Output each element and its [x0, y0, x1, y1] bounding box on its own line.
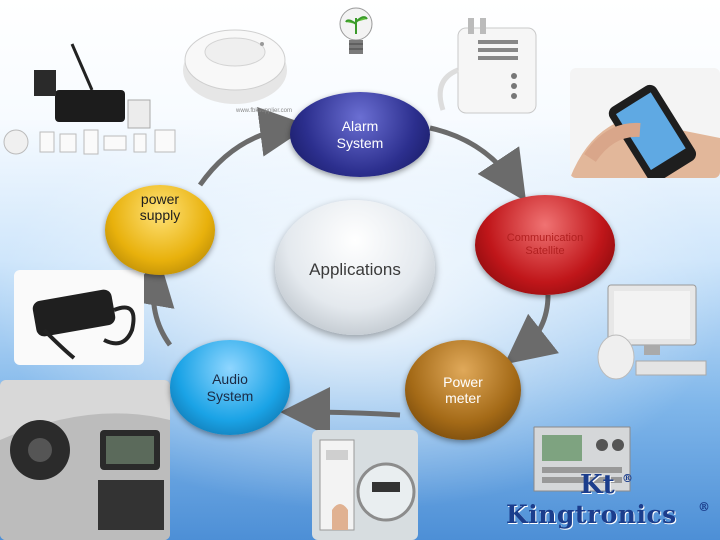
communication-satellite-label: Communication Satellite	[506, 232, 584, 257]
arrow-power-meter-to-audio	[280, 387, 401, 438]
arrow-power-supply-to-alarm	[197, 107, 310, 187]
audio-system-label: Audio System	[206, 371, 254, 404]
power-meter-label: Power meter	[443, 373, 483, 406]
communication-satellite-node: Communication Satellite	[475, 195, 615, 295]
power-meter-node: Power meter	[405, 340, 521, 440]
arrow-alarm-to-communication	[429, 125, 527, 202]
arrow-communication-to-power-meter	[504, 294, 560, 365]
audio-system-node: Audio System	[170, 340, 290, 435]
light-bulb-photo	[336, 4, 376, 64]
applications-label: Applications	[309, 259, 401, 279]
kingtronics-registered-mark: ®	[698, 500, 710, 514]
smoke-detector-watermark: www.fbksupplier.com	[236, 108, 293, 114]
applications-center-node: Applications	[275, 200, 435, 335]
power-adapter-photo	[14, 270, 144, 365]
smoke-detector-photo: www.fbksupplier.com	[178, 8, 293, 123]
test-instrument-photo	[532, 425, 632, 495]
power-supply-label: power supply	[139, 191, 181, 224]
alarm-system-node: Alarm System	[290, 92, 430, 177]
gas-detector-photo	[428, 10, 548, 120]
power-meter-photo	[312, 430, 418, 540]
kingtronics-wordmark: Kingtronics	[506, 500, 677, 529]
smartphone-photo	[570, 68, 720, 178]
kingtronics-logo: Kt ® Kingtronics ®	[500, 470, 720, 540]
tv-satellite-photo	[596, 275, 716, 385]
kt-registered-mark: ®	[622, 472, 633, 485]
alarm-system-label: Alarm System	[336, 118, 384, 151]
power-supply-node: power supply	[105, 185, 215, 275]
car-interior-photo	[0, 380, 170, 540]
alarm-kit-photo	[0, 42, 185, 162]
kt-mark: Kt	[580, 470, 615, 500]
arrow-audio-to-power-supply	[125, 255, 175, 347]
